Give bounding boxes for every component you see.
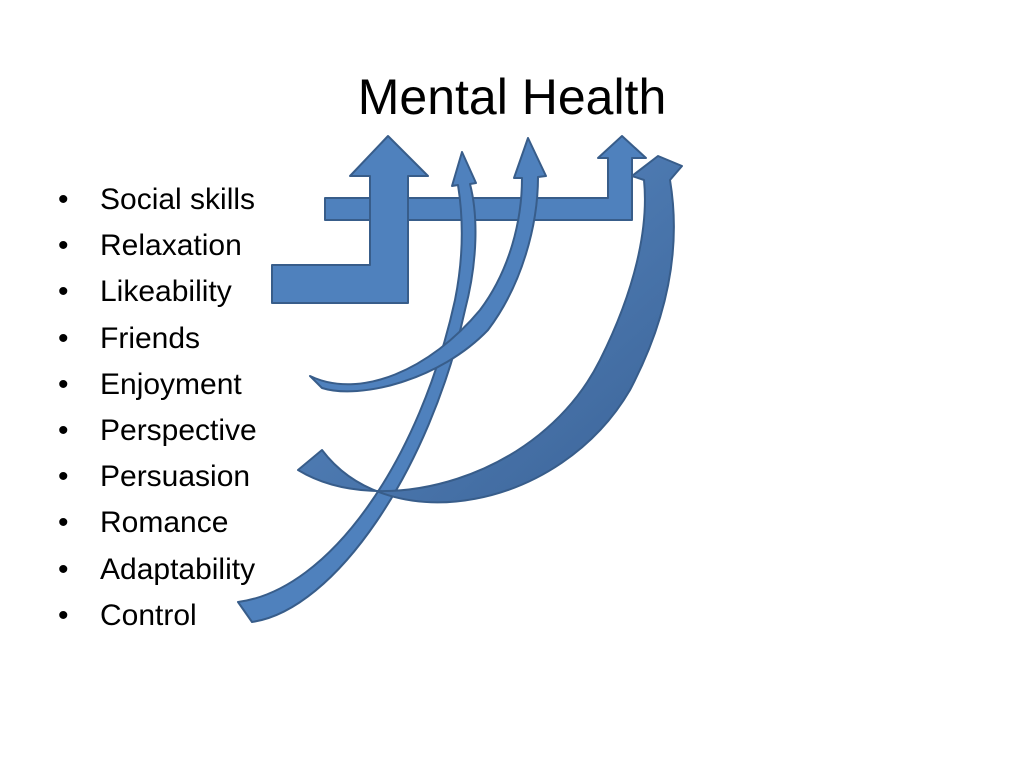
bullet-item: Control bbox=[58, 593, 257, 639]
bullet-item: Romance bbox=[58, 500, 257, 546]
bullet-item: Social skills bbox=[58, 177, 257, 223]
bullet-item: Perspective bbox=[58, 408, 257, 454]
bullet-item: Enjoyment bbox=[58, 362, 257, 408]
bullet-item: Persuasion bbox=[58, 454, 257, 500]
bullet-item: Relaxation bbox=[58, 223, 257, 269]
bent-arrow-left bbox=[271, 135, 429, 304]
bullet-list: Social skills Relaxation Likeability Fri… bbox=[58, 177, 257, 639]
bullet-item: Likeability bbox=[58, 269, 257, 315]
bullet-item: Adaptability bbox=[58, 547, 257, 593]
bullet-item: Friends bbox=[58, 316, 257, 362]
slide-title: Mental Health bbox=[357, 69, 667, 125]
curved-arrow-control bbox=[237, 151, 477, 623]
curved-arrow-persuasion bbox=[297, 155, 683, 504]
curved-arrow-enjoyment bbox=[309, 137, 547, 393]
